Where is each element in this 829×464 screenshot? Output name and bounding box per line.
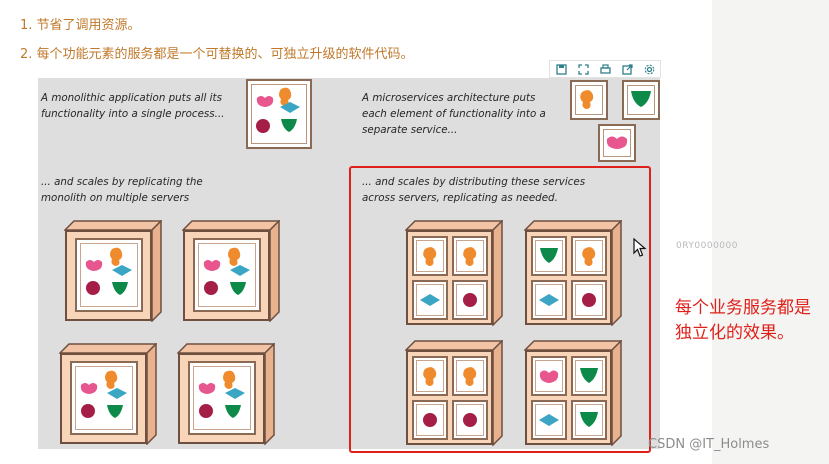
micro-server-4 <box>524 340 622 446</box>
caption-microservices: A microservices architecture puts each e… <box>362 92 546 136</box>
monolith-server-4 <box>177 343 275 445</box>
server-cube-frame <box>64 220 162 322</box>
highlight-box <box>349 166 651 453</box>
service-process-orange <box>570 80 608 120</box>
pink-service-icon <box>606 136 628 149</box>
monolith-server-3 <box>59 343 157 445</box>
server-cube-frame <box>182 220 280 322</box>
image-toolbar <box>549 60 661 78</box>
service-process-pink <box>598 124 636 162</box>
monolith-shapes <box>85 247 132 295</box>
mouse-cursor-icon <box>633 238 647 257</box>
monolith-server-2 <box>182 220 280 322</box>
monolith-shapes <box>203 247 250 295</box>
watermark: CSDN @IT_Holmes <box>648 437 770 452</box>
micro-server-3 <box>405 340 503 446</box>
monolith-server-1 <box>64 220 162 322</box>
list-item-2: 2. 每个功能元素的服务都是一个可替换的、可独立升级的软件代码。 <box>20 47 414 62</box>
caption-scale-microservices: ... and scales by distributing these ser… <box>362 176 586 204</box>
caption-scale-monolith: ... and scales by replicating the monoli… <box>41 176 203 204</box>
annotation-text: 每个业务服务都是独立化的效果。 <box>675 298 811 343</box>
open-external-icon[interactable] <box>621 63 633 75</box>
list-item-1: 1. 节省了调用资源。 <box>20 18 141 33</box>
server-cube-frame <box>405 220 503 326</box>
server-cube-frame <box>524 220 622 326</box>
monolith-shapes <box>256 87 300 133</box>
right-gray-strip <box>712 0 829 464</box>
server-cube-frame <box>177 343 275 445</box>
server-cube-frame <box>59 343 157 445</box>
micro-server-1 <box>405 220 503 326</box>
save-icon[interactable] <box>555 63 567 75</box>
micro-server-2 <box>524 220 622 326</box>
caption-monolith: A monolithic application puts all its fu… <box>41 92 225 120</box>
orange-service-icon <box>580 90 594 109</box>
monolith-shapes <box>80 370 127 418</box>
monolith-process <box>246 79 312 149</box>
green-service-icon <box>631 91 651 107</box>
settings-icon[interactable] <box>644 64 655 75</box>
faded-text: 0RY0000000 <box>676 241 738 251</box>
service-process-green <box>622 80 660 120</box>
monolith-shapes <box>198 370 245 418</box>
fullscreen-icon[interactable] <box>577 63 589 75</box>
print-icon[interactable] <box>599 63 611 75</box>
